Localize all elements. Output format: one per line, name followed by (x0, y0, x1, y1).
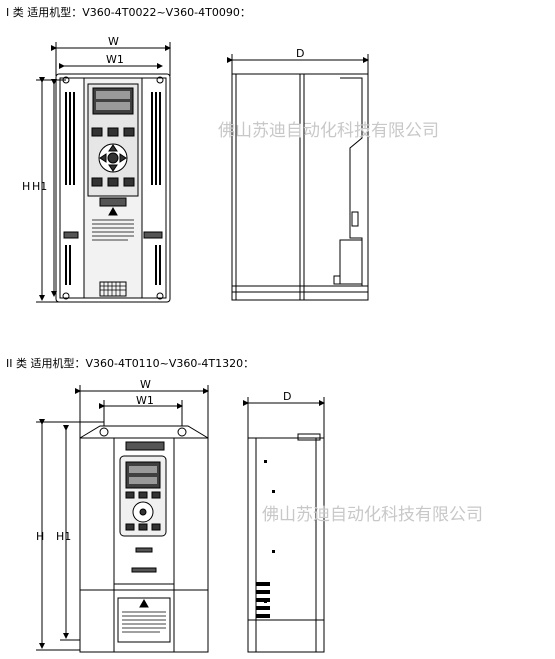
type2-side-view (243, 397, 325, 653)
type1-d-label: D (296, 47, 304, 60)
type2-front-view (36, 385, 209, 653)
type2-h1-label: H1 (56, 530, 71, 543)
type1-front-view (36, 42, 171, 303)
type2-w1-label: W1 (136, 394, 154, 407)
section-2-caption: II 类 适用机型：V360-4T0110~V360-4T1320： (6, 357, 255, 370)
watermark-bottom: 佛山苏迪自动化科技有限公司 (262, 505, 483, 525)
type1-h1-label: H1 (32, 180, 47, 193)
watermark-top: 佛山苏迪自动化科技有限公司 (218, 121, 439, 141)
type1-w1-label: W1 (106, 53, 124, 66)
type1-h-label: H (22, 180, 30, 193)
type2-d-label: D (283, 390, 291, 403)
type2-w-label: W (140, 378, 151, 391)
type1-w-label: W (108, 35, 119, 48)
section-1-caption: I 类 适用机型：V360-4T0022~V360-4T0090： (6, 6, 251, 19)
type1-side-view (227, 54, 369, 301)
type2-h-label: H (36, 530, 44, 543)
